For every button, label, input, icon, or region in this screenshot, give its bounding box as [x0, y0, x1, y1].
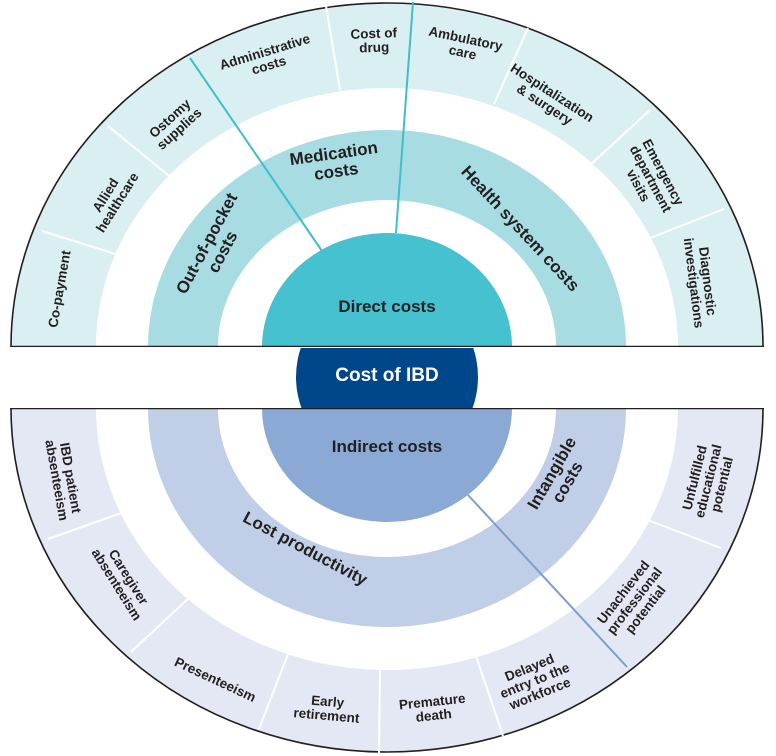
direct-core [262, 233, 512, 347]
center-label: Cost of IBD [335, 365, 439, 386]
divider [493, 27, 529, 105]
category-divider [395, 1, 414, 234]
indirect-costs-half [10, 408, 764, 754]
cost-of-drug-label: Cost of drug [350, 25, 398, 56]
divider [378, 669, 381, 754]
divider [258, 653, 289, 730]
divider [475, 655, 504, 737]
center-circle [296, 348, 478, 408]
direct-costs-label: Direct costs [338, 297, 436, 316]
divider [644, 518, 722, 549]
category-divider [189, 57, 323, 252]
direct-costs-half [10, 1, 764, 347]
direct-outer-dividers [41, 5, 725, 257]
divider [325, 5, 341, 91]
indirect-costs-label: Indirect costs [331, 437, 443, 456]
divider [47, 510, 128, 540]
category-divider [467, 494, 628, 668]
indirect-outer-dividers [47, 510, 722, 754]
divider [107, 125, 174, 180]
indirect-core [262, 408, 512, 522]
divider [588, 109, 651, 167]
divider [41, 230, 123, 257]
divider [644, 208, 725, 241]
divider [130, 595, 192, 653]
